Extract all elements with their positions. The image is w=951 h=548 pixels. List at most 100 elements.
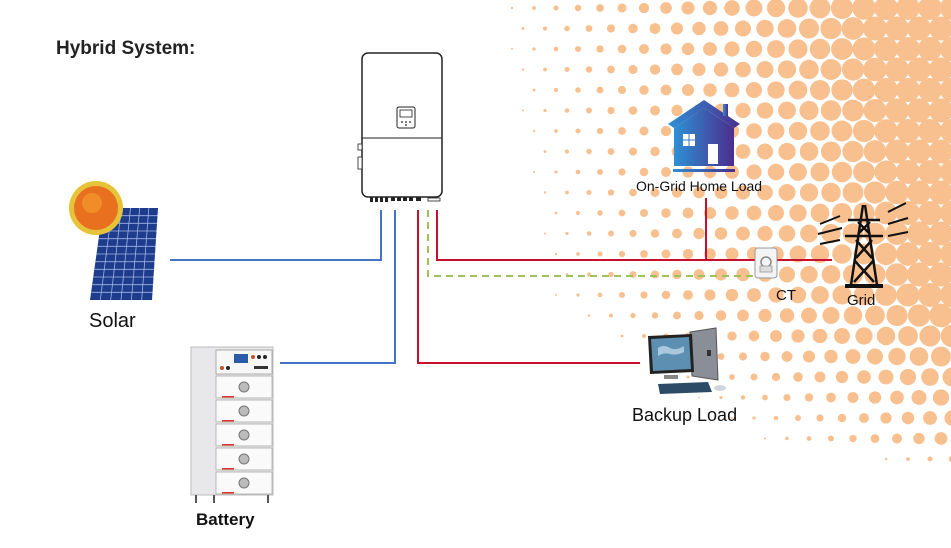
background-dot [907,16,931,41]
backup-ac-wire [417,210,640,364]
background-dot [756,102,774,119]
background-dot [940,242,951,266]
background-dot [767,204,785,222]
transmission-tower-icon [817,202,909,288]
background-dot [940,160,951,184]
background-dot [852,0,876,20]
background-dot [735,102,751,119]
background-dot [731,417,733,419]
grid-ac-wire [436,210,832,261]
background-dot [575,46,581,52]
background-dot [650,105,660,116]
background-dot [533,171,535,173]
background-dot [544,232,546,235]
background-dot [842,182,864,203]
background-dot [789,204,807,222]
battery-fan-icon [238,429,250,441]
background-dot [735,144,751,159]
background-dot [812,328,828,344]
background-dot [911,389,927,406]
background-dot [767,40,785,58]
background-dot [896,78,920,102]
background-dot [821,265,841,284]
background-dot [820,141,842,162]
background-dot [630,312,636,319]
background-dot [760,351,770,362]
hybrid-inverter-icon [357,52,443,202]
background-dot [809,0,831,19]
background-dot [921,368,939,386]
background-dot [736,226,750,241]
background-dot [942,367,951,387]
background-dot [940,119,951,143]
background-dot [767,81,785,99]
background-dot [918,0,942,20]
background-dot [918,242,942,266]
battery-module-indicator [222,492,234,494]
background-dot [660,125,672,137]
background-dot [650,146,660,157]
background-dot [830,0,854,20]
background-dot [639,44,649,54]
background-dot [725,288,739,302]
background-dot [521,68,525,71]
background-dot [586,148,592,155]
background-dot [929,139,951,164]
background-dot [619,292,625,298]
solar-dc-wire [170,210,382,261]
background-dot [927,456,933,462]
background-dot [735,61,751,78]
background-dot [725,247,739,261]
background-dot [822,306,840,325]
background-dot [855,327,873,345]
background-dot [806,436,812,441]
background-dot [863,57,887,82]
background-dot [874,78,898,102]
background-dot [857,370,871,384]
background-dot [736,267,750,282]
background-dot [671,187,683,198]
background-dot [620,334,624,338]
background-dot [532,6,536,10]
background-dot [607,65,615,74]
background-dot [747,288,761,302]
background-dot [576,252,580,256]
background-dot [607,106,615,115]
background-dot [831,79,853,101]
background-dot [940,283,951,307]
background-dot [907,180,931,205]
background-dot [641,333,647,339]
background-dot [777,19,797,38]
background-dot [738,352,748,361]
background-dot [863,98,887,123]
home-load-label: On-Grid Home Load [636,178,763,194]
background-dot [758,308,772,323]
background-dot [575,87,581,93]
background-dot [800,224,818,243]
background-dot [940,324,951,348]
background-dot [628,147,638,156]
background-dot [618,209,626,217]
background-dot [609,313,613,318]
background-dot [852,37,876,61]
background-dot [694,310,704,321]
background-dot [767,163,785,181]
background-dot [874,0,898,20]
background-dot [575,210,581,216]
background-dot [606,24,616,33]
background-dot [918,78,942,102]
background-dot [725,206,739,220]
background-dot [650,229,660,238]
background-dot [885,57,909,82]
background-dot [671,104,683,117]
background-dot [824,349,838,364]
background-dot [884,457,888,461]
background-dot [565,190,569,195]
background-dot [607,189,615,196]
background-dot [542,26,548,31]
background-dot [553,87,559,93]
background-dot [713,21,729,36]
background-dot [608,271,614,278]
background-dot [757,225,773,242]
background-dot [661,167,671,177]
